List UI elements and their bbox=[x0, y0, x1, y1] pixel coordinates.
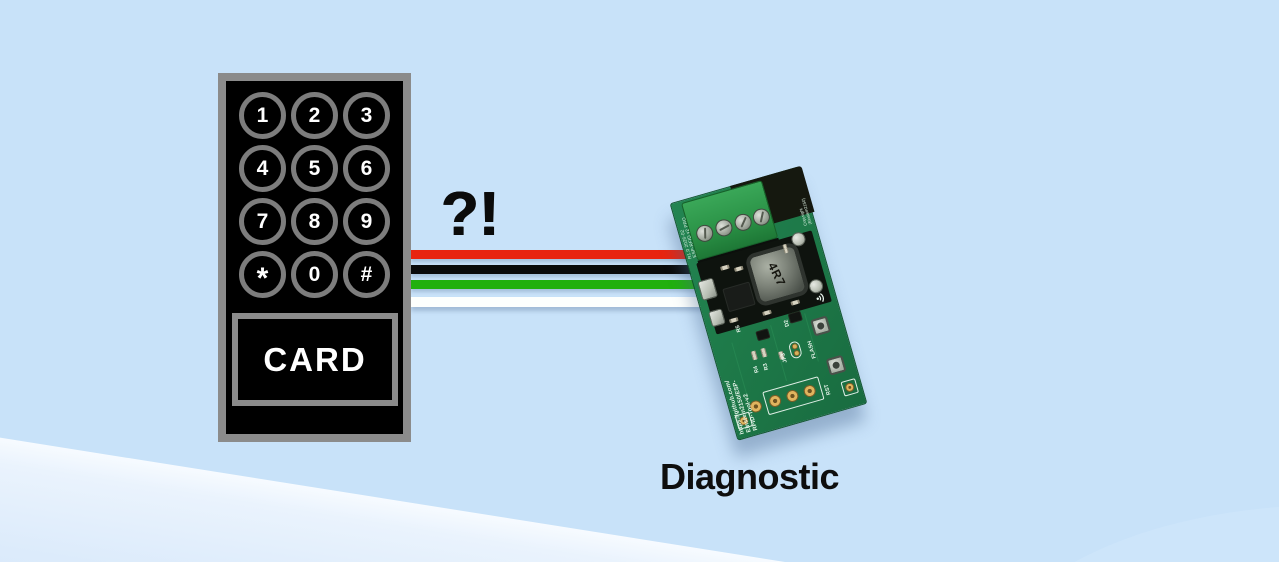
screw-icon bbox=[694, 222, 716, 244]
resistor-icon bbox=[760, 347, 768, 358]
wire-white bbox=[411, 297, 704, 307]
keypad-key-7[interactable]: 7 bbox=[239, 198, 286, 245]
wifi-antenna-icon bbox=[816, 293, 824, 303]
background-wedge bbox=[0, 425, 1279, 562]
card-slot: CARD bbox=[232, 313, 398, 406]
keypad-key-9[interactable]: 9 bbox=[343, 198, 390, 245]
screw-slot bbox=[718, 224, 730, 232]
jp3-jumper bbox=[787, 340, 803, 360]
card-label: CARD bbox=[263, 340, 367, 378]
keypad-key-0[interactable]: 0 bbox=[291, 251, 338, 298]
wire-green bbox=[411, 280, 704, 289]
label-r4: R4 bbox=[752, 365, 761, 374]
keypad-key-6[interactable]: 6 bbox=[343, 145, 390, 192]
confusion-text: ?! bbox=[441, 180, 500, 249]
keypad-key-8[interactable]: 8 bbox=[291, 198, 338, 245]
keypad-key-hash[interactable]: # bbox=[343, 251, 390, 298]
keypad-key-3[interactable]: 3 bbox=[343, 92, 390, 139]
rst-button[interactable] bbox=[825, 354, 847, 376]
screw-slot bbox=[703, 227, 706, 239]
button-plunger bbox=[831, 360, 841, 370]
screw-icon bbox=[750, 206, 772, 228]
wire-black bbox=[411, 265, 704, 274]
jumper-pad bbox=[792, 349, 801, 357]
rst-button-label: RST bbox=[823, 383, 833, 396]
corner-pad bbox=[840, 378, 860, 397]
diagnostic-caption: Diagnostic bbox=[660, 456, 840, 497]
background-glow bbox=[980, 505, 1279, 562]
wire-red bbox=[411, 250, 704, 259]
keypad-key-1[interactable]: 1 bbox=[239, 92, 286, 139]
flash-button-label: FLASH bbox=[806, 339, 818, 360]
inductor-label: 4R7 bbox=[765, 260, 790, 289]
flash-button[interactable] bbox=[810, 315, 832, 337]
keypad-key-star[interactable]: * bbox=[239, 251, 286, 298]
keypad-device: 1 2 3 4 5 6 7 8 9 * 0 # CARD bbox=[218, 73, 411, 442]
screw-slot bbox=[759, 211, 764, 223]
label-jp3: JP3 bbox=[780, 352, 789, 364]
resistor-icon bbox=[750, 350, 758, 361]
screw-slot bbox=[739, 216, 747, 228]
pcb-board: R1.0 2026-02 ESP-RFID v2 PRO Copyright (… bbox=[669, 165, 868, 441]
through-hole-pad bbox=[844, 381, 856, 393]
button-plunger bbox=[816, 321, 826, 331]
diode-icon bbox=[755, 328, 771, 342]
keypad-key-4[interactable]: 4 bbox=[239, 145, 286, 192]
keypad-key-2[interactable]: 2 bbox=[291, 92, 338, 139]
screw-icon bbox=[713, 217, 735, 239]
screw-icon bbox=[732, 211, 754, 233]
keypad-keys-grid: 1 2 3 4 5 6 7 8 9 * 0 # bbox=[239, 92, 390, 298]
label-r3: R3 bbox=[762, 362, 771, 371]
keypad-key-5[interactable]: 5 bbox=[291, 145, 338, 192]
